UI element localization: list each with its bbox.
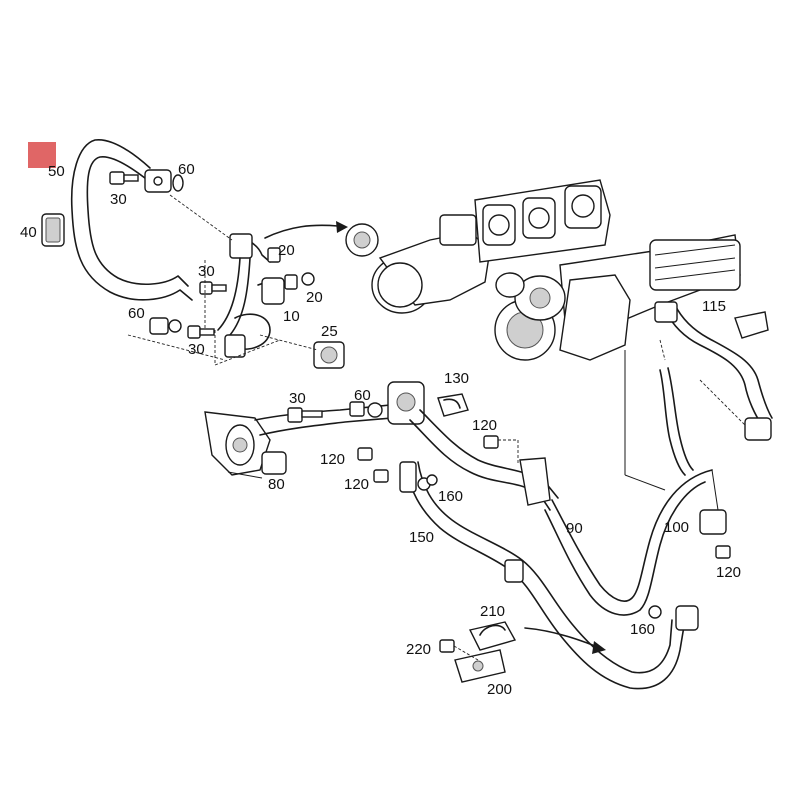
label-25: 25 xyxy=(321,323,338,340)
label-60-top: 60 xyxy=(178,161,195,178)
bolt-30-middle xyxy=(199,281,227,295)
bolt-30-top xyxy=(109,171,139,185)
label-130: 130 xyxy=(444,370,469,387)
pipe-115 xyxy=(654,301,773,441)
label-220: 220 xyxy=(406,641,431,658)
flange-80 xyxy=(204,411,287,479)
bracket-200 xyxy=(454,649,506,683)
fitting-60-left xyxy=(127,317,226,361)
turbocharger-upper xyxy=(345,179,611,314)
label-60-middle: 60 xyxy=(354,387,371,404)
label-120-b: 120 xyxy=(320,451,345,468)
bolt-30-lower xyxy=(187,325,215,339)
bracket-210 xyxy=(468,621,517,651)
part-25 xyxy=(259,334,345,369)
label-200: 200 xyxy=(487,681,512,698)
label-30-middle: 30 xyxy=(198,263,215,280)
label-30-lower: 30 xyxy=(188,341,205,358)
label-210: 210 xyxy=(480,603,505,620)
label-60-left: 60 xyxy=(128,305,145,322)
label-115: 115 xyxy=(702,298,726,315)
label-40: 40 xyxy=(20,224,37,241)
label-20-lower: 20 xyxy=(306,289,323,306)
label-120-d: 120 xyxy=(716,564,741,581)
label-80: 80 xyxy=(268,476,285,493)
label-160-right: 160 xyxy=(630,621,655,638)
hose-50 xyxy=(70,139,193,301)
bolt-120-c xyxy=(373,469,389,483)
pipe-90 xyxy=(409,409,731,631)
label-120-a: 120 xyxy=(472,417,497,434)
clamp-130 xyxy=(437,393,469,417)
label-90: 90 xyxy=(566,520,583,537)
turbocharger-lower xyxy=(494,234,741,361)
clamp-40 xyxy=(41,213,65,247)
label-10: 10 xyxy=(283,308,300,325)
pipe-150 xyxy=(399,461,686,690)
pipe-assembly-10 xyxy=(217,233,315,358)
label-160-middle: 160 xyxy=(438,488,463,505)
fitting-60-middle xyxy=(349,381,425,425)
bolt-120-b xyxy=(357,447,373,461)
label-30-top: 30 xyxy=(110,191,127,208)
label-120-c: 120 xyxy=(344,476,369,493)
label-150: 150 xyxy=(409,529,434,546)
label-100: 100 xyxy=(664,519,689,536)
label-20-upper: 20 xyxy=(278,242,295,259)
bolt-220 xyxy=(439,639,479,661)
fitting-60-top xyxy=(144,169,184,193)
bolt-120-a xyxy=(483,435,519,465)
label-50: 50 xyxy=(48,163,65,180)
label-30-flange: 30 xyxy=(289,390,306,407)
highlight-marker xyxy=(28,142,56,168)
